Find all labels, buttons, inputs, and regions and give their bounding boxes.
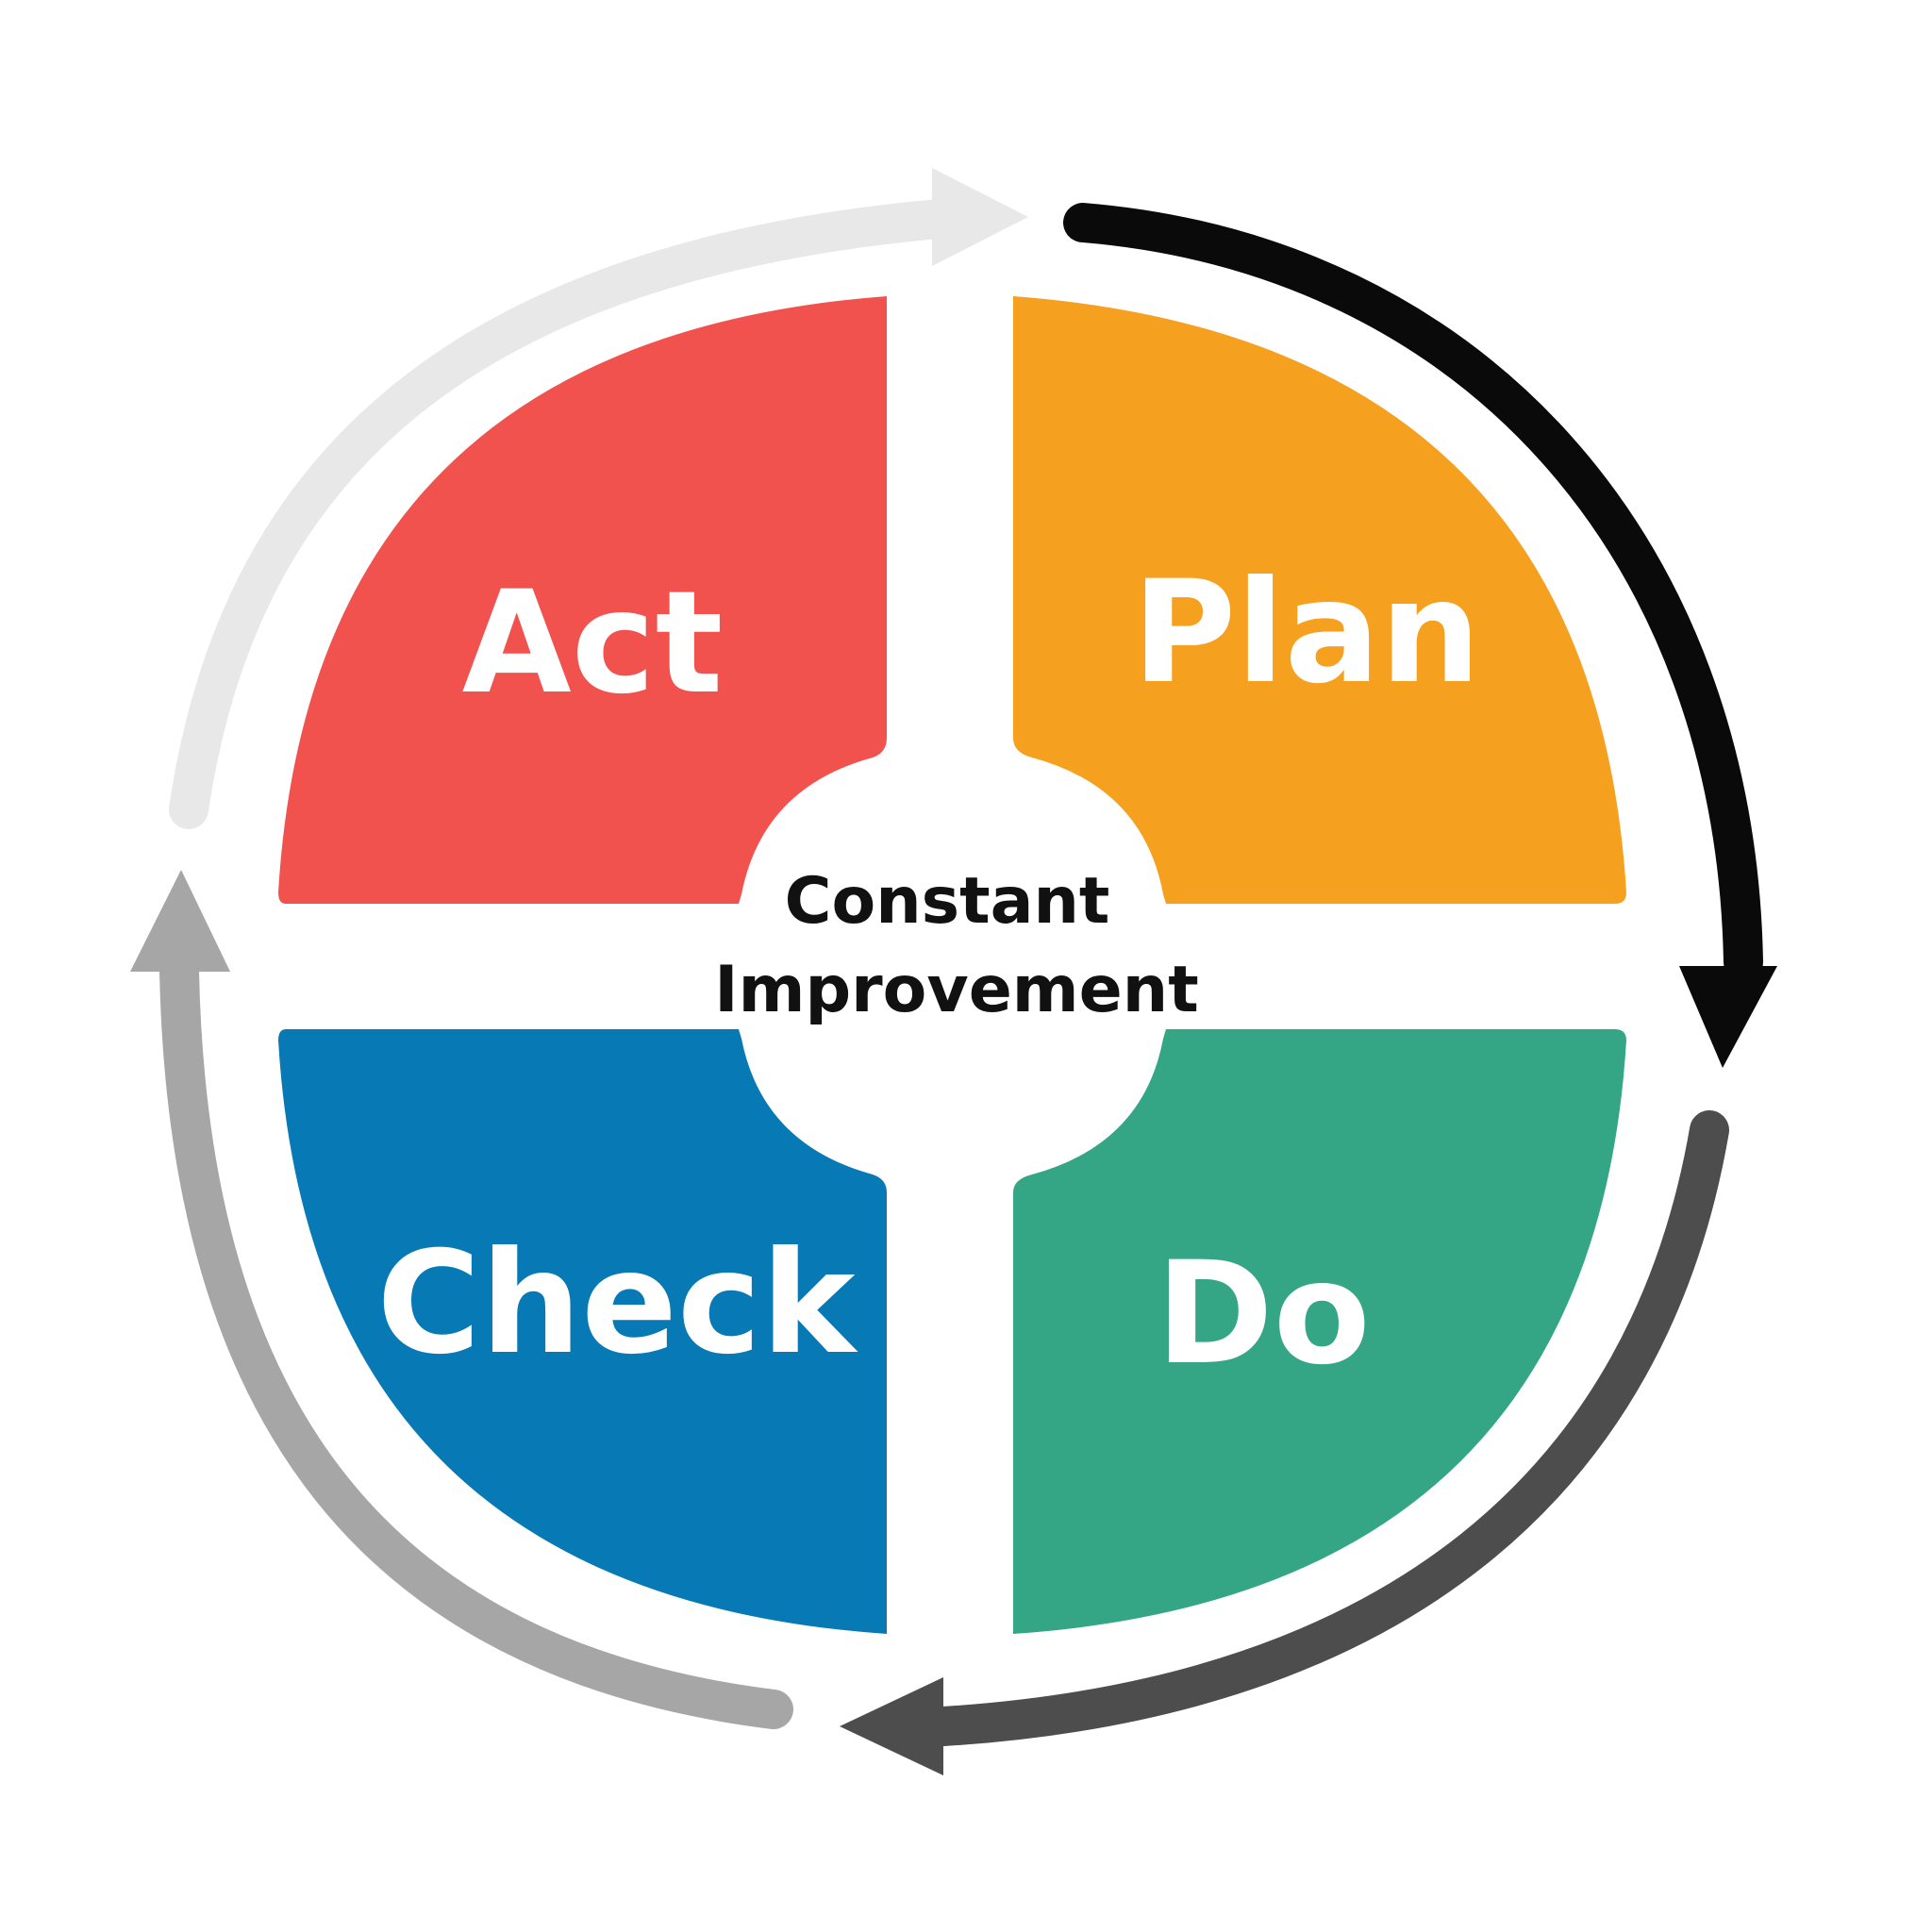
- center-title-line2: Improvement: [714, 953, 1198, 1027]
- do-label: Do: [1156, 1232, 1371, 1396]
- plan-quadrant: [1013, 296, 1626, 904]
- act-label: Act: [462, 561, 724, 725]
- center-title-line1: Constant: [785, 864, 1110, 939]
- check-label: Check: [376, 1222, 858, 1386]
- plan-to-do-arrow: [1063, 203, 1777, 1068]
- plan-label: Plan: [1132, 551, 1480, 715]
- act-to-plan-arrow: [169, 168, 1028, 829]
- plan-to-do-arrow-shaft: [1063, 203, 1763, 982]
- check-to-act-arrow-head: [130, 870, 230, 972]
- check-quadrant: [278, 1029, 887, 1634]
- act-to-plan-arrow-head: [932, 168, 1028, 266]
- do-to-check-arrow: [840, 1110, 1729, 1775]
- do-quadrant: [1013, 1029, 1626, 1634]
- act-to-plan-arrow-shaft: [169, 199, 958, 829]
- check-to-act-arrow-shaft: [159, 952, 793, 1729]
- do-to-check-arrow-shaft: [924, 1110, 1729, 1746]
- plan-to-do-arrow-head: [1679, 966, 1777, 1068]
- do-to-check-arrow-head: [840, 1677, 943, 1775]
- act-quadrant: [278, 296, 887, 904]
- check-to-act-arrow: [130, 870, 793, 1729]
